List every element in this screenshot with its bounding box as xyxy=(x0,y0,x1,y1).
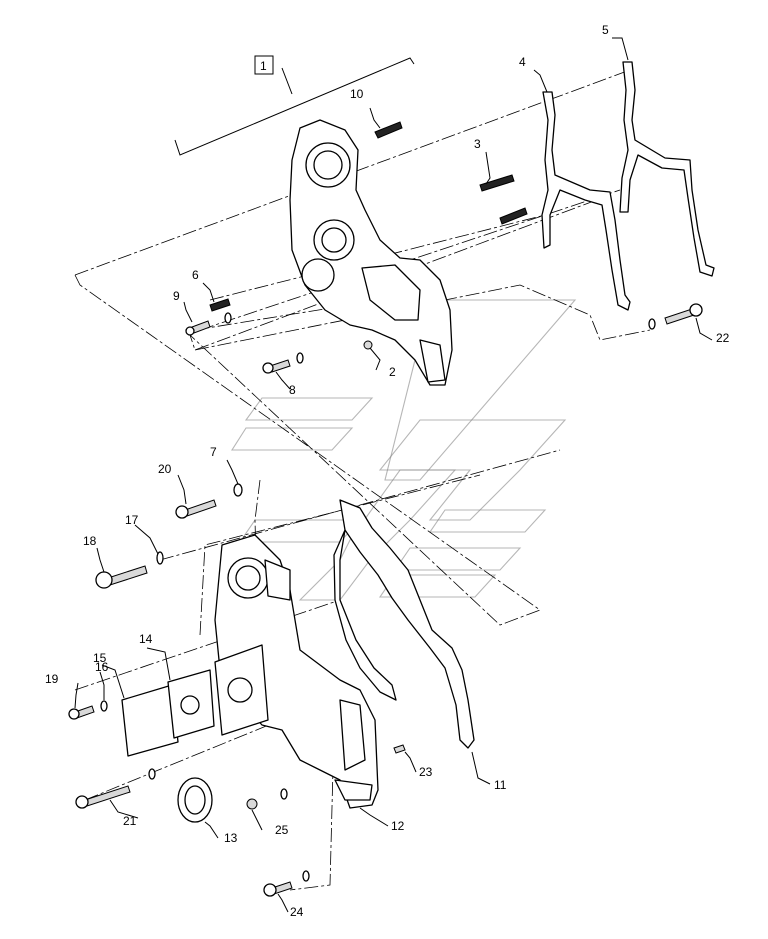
callout-11-label: 11 xyxy=(494,778,507,792)
hardware xyxy=(68,121,703,897)
callout-5-label: 5 xyxy=(602,23,609,37)
callout-18-label: 18 xyxy=(83,534,97,548)
callout-7-label: 7 xyxy=(210,445,217,459)
callout-1: 1 xyxy=(254,55,274,75)
callout-10-label: 10 xyxy=(350,87,364,101)
callout-19-label: 19 xyxy=(45,672,59,686)
callout-3-label: 3 xyxy=(474,137,481,151)
callout-2-label: 2 xyxy=(389,365,396,379)
callout-24-label: 24 xyxy=(290,905,304,919)
callout-14-label: 14 xyxy=(139,632,153,646)
assembly-bracket xyxy=(174,57,415,156)
callout-17-label: 17 xyxy=(125,513,139,527)
callout-22-label: 22 xyxy=(716,331,730,345)
upper-gasket-left xyxy=(541,91,631,311)
callout-16-label: 16 xyxy=(95,660,109,674)
callout-25-label: 25 xyxy=(275,823,289,837)
callout-23-label: 23 xyxy=(419,765,433,779)
callout-4-label: 4 xyxy=(519,55,526,69)
callout-leaders xyxy=(74,37,713,913)
callout-12-label: 12 xyxy=(391,819,405,833)
callout-15-label: 15 xyxy=(93,651,107,665)
gear-housing-upper xyxy=(289,119,453,386)
front-cover-lower xyxy=(214,534,379,809)
lower-cover-gasket xyxy=(333,499,475,749)
callout-20-label: 20 xyxy=(158,462,172,476)
callout-8-label: 8 xyxy=(289,383,296,397)
upper-gasket-right xyxy=(619,61,715,277)
callout-6-label: 6 xyxy=(192,268,199,282)
callout-13-label: 13 xyxy=(224,831,238,845)
callout-1-label: 1 xyxy=(260,59,267,73)
callout-21-label: 21 xyxy=(123,814,137,828)
callout-labels: 2 3 4 5 6 7 8 9 10 11 12 13 14 15 16 17 … xyxy=(45,23,730,919)
watermark-logo xyxy=(230,299,577,601)
callout-9-label: 9 xyxy=(173,289,180,303)
